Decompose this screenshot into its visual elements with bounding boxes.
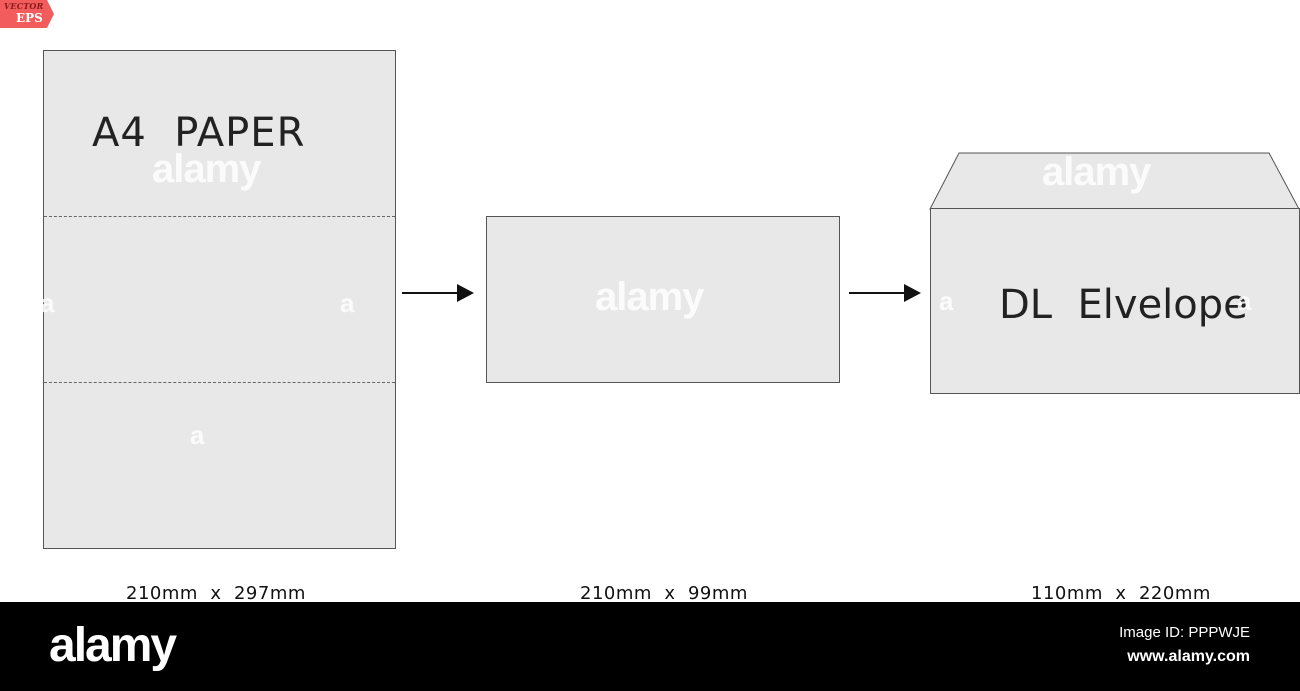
fold-line-top bbox=[44, 216, 395, 217]
envelope-dimensions: 110mm x 220mm bbox=[1031, 583, 1211, 604]
folded-paper-sheet: alamy bbox=[486, 216, 840, 383]
watermark-letter: a bbox=[939, 286, 954, 316]
envelope-label: DL Elvelope bbox=[999, 282, 1248, 328]
badge-line-1: VECTOR bbox=[4, 1, 44, 11]
vector-eps-badge: VECTOR EPS bbox=[0, 0, 54, 28]
watermark-letter: a bbox=[40, 288, 55, 318]
footer-bar: alamy Image ID: PPPWJE www.alamy.com bbox=[0, 602, 1300, 691]
watermark: alamy bbox=[595, 275, 704, 319]
a4-paper-sheet: A4 PAPER alamy a a a bbox=[40, 50, 396, 549]
badge-ribbon-shape bbox=[0, 0, 54, 28]
a4-paper-title: A4 PAPER bbox=[92, 110, 306, 156]
watermark: alamy bbox=[1042, 150, 1151, 194]
watermark-letter: a bbox=[190, 420, 205, 450]
fold-line-bottom bbox=[44, 382, 395, 383]
image-id: Image ID: PPPWJE bbox=[1119, 624, 1250, 641]
watermark-letter: a bbox=[1237, 286, 1252, 316]
site-url[interactable]: www.alamy.com bbox=[1127, 648, 1250, 665]
arrow-right-icon bbox=[402, 284, 474, 302]
folded-dimensions: 210mm x 99mm bbox=[580, 583, 748, 604]
arrow-right-icon bbox=[849, 284, 921, 302]
alamy-logo: alamy bbox=[49, 619, 177, 672]
badge-line-2: EPS bbox=[16, 11, 43, 25]
a4-dimensions: 210mm x 297mm bbox=[126, 583, 306, 604]
watermark-letter: a bbox=[340, 288, 355, 318]
dl-envelope: DL Elvelope a a bbox=[930, 208, 1300, 394]
watermark: alamy bbox=[152, 147, 261, 191]
